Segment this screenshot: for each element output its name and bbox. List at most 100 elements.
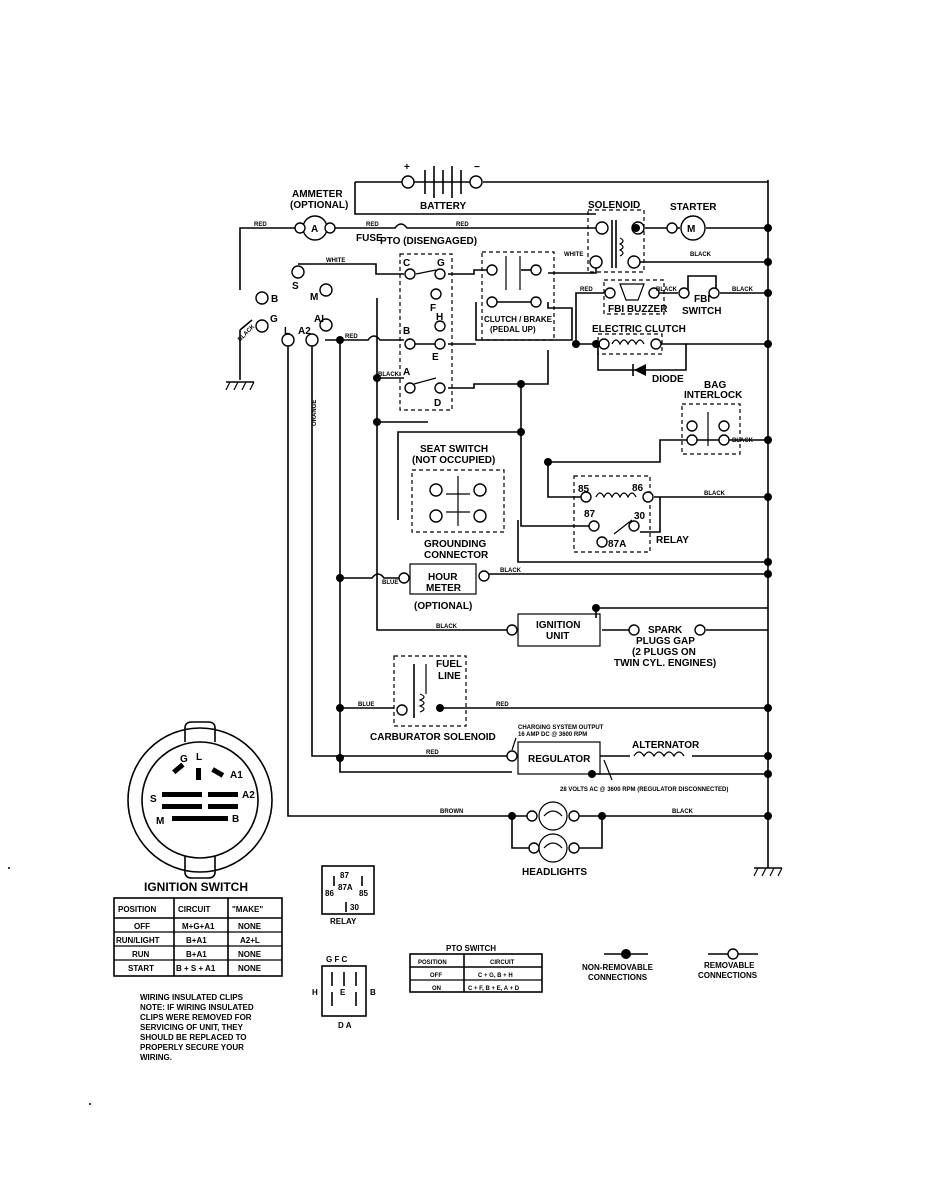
svg-text:CLIPS WERE REMOVED FOR: CLIPS WERE REMOVED FOR [140, 1013, 252, 1022]
svg-text:START: START [128, 964, 154, 973]
not-occupied-label: (NOT OCCUPIED) [412, 455, 495, 466]
svg-text:E: E [432, 352, 439, 363]
node-dots [336, 224, 772, 820]
svg-text:RED: RED [426, 750, 439, 756]
svg-text:G F C: G F C [326, 955, 348, 964]
unit-label: UNIT [546, 631, 569, 642]
svg-text:87: 87 [340, 871, 349, 880]
starter-solenoid: SOLENOID WHITE BLACK [564, 200, 712, 273]
svg-text:RED: RED [254, 222, 267, 228]
svg-text:B+A1: B+A1 [186, 936, 207, 945]
svg-text:85: 85 [578, 484, 590, 495]
svg-text:BLACK: BLACK [690, 252, 712, 258]
headlights-label: HEADLIGHTS [522, 867, 587, 878]
svg-text:BLUE: BLUE [382, 580, 398, 586]
svg-text:A: A [403, 367, 410, 378]
svg-text:M: M [156, 816, 164, 827]
svg-text:BLACK: BLACK [732, 287, 754, 293]
legend-non-removable-2: CONNECTIONS [588, 973, 648, 982]
battery: + − BATTERY [401, 162, 483, 212]
svg-text:L: L [284, 326, 290, 337]
fuse-label: FUSE [356, 233, 383, 244]
svg-text:M: M [310, 292, 318, 303]
svg-text:D: D [434, 398, 441, 409]
fbi-switch: FBI SWITCH BLACK [678, 287, 754, 317]
svg-text:E: E [340, 988, 346, 997]
ignition-unit: IGNITION UNIT SPARK PLUGS GAP (2 PLUGS O… [436, 613, 716, 669]
connector-label: CONNECTOR [424, 550, 489, 561]
relay-symbol-label: RELAY [330, 917, 357, 926]
svg-text:87: 87 [584, 509, 596, 520]
svg-text:CIRCUIT: CIRCUIT [490, 960, 515, 966]
svg-text:"MAKE": "MAKE" [232, 905, 263, 914]
svg-text:NOTE: IF WIRING INSULATED: NOTE: IF WIRING INSULATED [140, 1003, 254, 1012]
svg-text:M+G+A1: M+G+A1 [182, 922, 215, 931]
svg-text:BLUE: BLUE [358, 702, 374, 708]
battery-minus: − [474, 162, 480, 173]
meter-label: METER [426, 583, 462, 594]
svg-text:B + S + A1: B + S + A1 [176, 964, 216, 973]
svg-text:NONE: NONE [238, 964, 262, 973]
svg-text:BROWN: BROWN [440, 809, 463, 815]
svg-text:RUN/LIGHT: RUN/LIGHT [116, 936, 160, 945]
wires [239, 180, 769, 868]
svg-text:L: L [196, 752, 202, 763]
svg-text:ON: ON [432, 986, 441, 992]
volts-ac-label: 28 VOLTS AC @ 3600 RPM (REGULATOR DISCON… [560, 787, 728, 793]
svg-text:A2: A2 [298, 326, 311, 337]
svg-text:WIRING INSULATED CLIPS: WIRING INSULATED CLIPS [140, 993, 244, 1002]
svg-text:OFF: OFF [134, 922, 150, 931]
svg-text:WHITE: WHITE [564, 252, 583, 258]
svg-text:RED: RED [345, 334, 358, 340]
svg-text:A1: A1 [230, 770, 243, 781]
charging-line1: CHARGING SYSTEM OUTPUT [518, 725, 604, 731]
svg-text:SERVICING OF UNIT, THEY: SERVICING OF UNIT, THEY [140, 1023, 244, 1032]
spark-label: SPARK [648, 625, 683, 636]
ignition-switch-face: G L A1 A2 S M B [127, 721, 273, 879]
svg-text:85: 85 [359, 889, 368, 898]
relay-label: RELAY [656, 535, 689, 546]
clutch-brake-switch: CLUTCH / BRAKE (PEDAL UP) [481, 251, 555, 341]
legend-non-removable: NON-REMOVABLE [582, 963, 654, 972]
svg-text:BLACK: BLACK [732, 438, 754, 444]
svg-text:86: 86 [325, 889, 334, 898]
headlights: HEADLIGHTS BROWN BLACK [440, 801, 694, 878]
ignition-switch-table: IGNITION SWITCH POSITION CIRCUIT "MAKE" … [113, 880, 283, 977]
svg-text:CIRCUIT: CIRCUIT [178, 905, 211, 914]
svg-text:S: S [150, 794, 157, 805]
seat-switch-label: SEAT SWITCH [420, 444, 488, 455]
svg-text:NONE: NONE [238, 922, 262, 931]
legend: NON-REMOVABLE CONNECTIONS REMOVABLE CONN… [582, 948, 758, 982]
regulator: REGULATOR CHARGING SYSTEM OUTPUT 16 AMP … [426, 725, 604, 775]
pto-switch-title: PTO SWITCH [446, 944, 496, 953]
line-label: LINE [438, 671, 461, 682]
svg-text:BLACK: BLACK [500, 568, 522, 574]
svg-text:WIRING.: WIRING. [140, 1053, 172, 1062]
relay-symbol: 87 87A 86 85 30 RELAY [321, 865, 375, 926]
svg-text:BLACK: BLACK [378, 372, 400, 378]
svg-text:C: C [403, 258, 410, 269]
clutch-brake-label: CLUTCH / BRAKE [484, 315, 553, 324]
ammeter-optional: (OPTIONAL) [290, 200, 348, 211]
svg-text:A2+L: A2+L [240, 936, 260, 945]
hour-meter: HOUR METER (OPTIONAL) BLUE BLACK [382, 563, 522, 612]
ammeter-label: AMMETER [292, 189, 343, 200]
svg-text:C + G, B + H: C + G, B + H [478, 973, 513, 979]
electric-clutch: ELECTRIC CLUTCH DIODE [592, 324, 686, 385]
electric-clutch-label: ELECTRIC CLUTCH [592, 324, 686, 335]
starter-motor: M STARTER [666, 202, 717, 241]
svg-text:NONE: NONE [238, 950, 262, 959]
svg-text:AI: AI [314, 314, 324, 325]
plugs-gap-label: PLUGS GAP [636, 636, 695, 647]
charging-line2: 16 AMP DC @ 3600 RPM [518, 732, 587, 738]
svg-text:D A: D A [338, 1021, 352, 1030]
svg-text:C + F, B + E, A + D: C + F, B + E, A + D [468, 986, 520, 992]
fbi-label: FBI [694, 294, 710, 305]
svg-text:B: B [271, 294, 278, 305]
grounding-label: GROUNDING [424, 539, 486, 550]
svg-text:PROPERLY SECURE YOUR: PROPERLY SECURE YOUR [140, 1043, 244, 1052]
svg-text:RUN: RUN [132, 950, 150, 959]
bag-label: BAG [704, 380, 726, 391]
svg-text:POSITION: POSITION [418, 960, 447, 966]
